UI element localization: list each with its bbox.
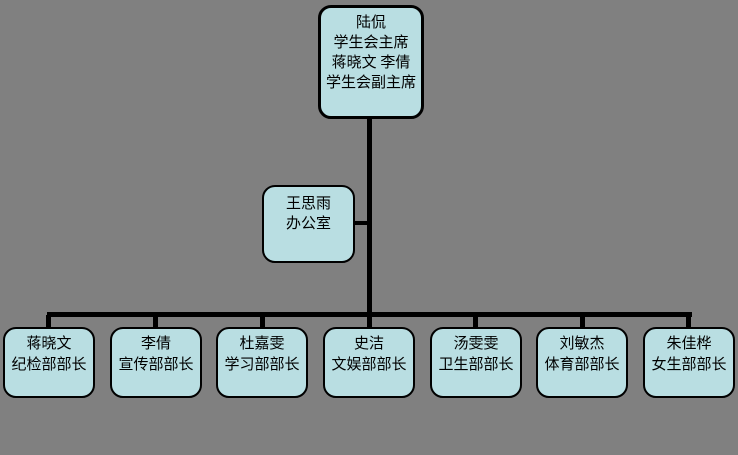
connector-stub-3 <box>260 315 265 327</box>
president-name: 陆侃 <box>355 15 386 31</box>
dept-head-title: 纪检部部长 <box>11 357 87 373</box>
node-office[interactable]: 王思雨 办公室 <box>262 185 355 263</box>
dept-head-name: 朱佳桦 <box>666 336 712 352</box>
connector-stub-6 <box>580 315 585 327</box>
dept-head-title: 女生部部长 <box>651 357 727 373</box>
node-dept-study[interactable]: 杜嘉雯 学习部部长 <box>216 327 308 398</box>
connector-stub-5 <box>473 315 478 327</box>
dept-head-title: 体育部部长 <box>544 357 620 373</box>
dept-head-title: 学习部部长 <box>224 357 300 373</box>
connector-stub-4 <box>367 315 372 327</box>
dept-head-name: 杜嘉雯 <box>239 336 285 352</box>
node-dept-discipline[interactable]: 蒋晓文 纪检部部长 <box>3 327 95 398</box>
node-dept-publicity[interactable]: 李倩 宣传部部长 <box>110 327 202 398</box>
node-president[interactable]: 陆侃 学生会主席 蒋晓文 李倩 学生会副主席 <box>318 5 424 119</box>
node-dept-hygiene[interactable]: 汤雯雯 卫生部部长 <box>430 327 522 398</box>
dept-head-name: 蒋晓文 <box>26 336 72 352</box>
node-dept-recreation[interactable]: 史洁 文娱部部长 <box>323 327 415 398</box>
node-dept-girls[interactable]: 朱佳桦 女生部部长 <box>643 327 735 398</box>
connector-stub-1 <box>46 315 51 327</box>
connector-horizontal-bar <box>47 312 692 317</box>
dept-head-name: 史洁 <box>353 336 384 352</box>
dept-head-name: 李倩 <box>140 336 171 352</box>
connector-stub-7 <box>686 315 691 327</box>
dept-head-name: 刘敏杰 <box>559 336 605 352</box>
connector-root-vertical <box>367 116 372 316</box>
connector-office-branch <box>353 221 369 225</box>
dept-head-name: 汤雯雯 <box>453 336 499 352</box>
connector-stub-2 <box>153 315 158 327</box>
dept-head-title: 文娱部部长 <box>331 357 407 373</box>
vice-president-names: 蒋晓文 李倩 <box>331 55 411 71</box>
president-title: 学生会主席 <box>333 35 409 51</box>
office-name: 王思雨 <box>285 196 331 212</box>
dept-head-title: 卫生部部长 <box>438 357 514 373</box>
office-title: 办公室 <box>285 216 331 232</box>
dept-head-title: 宣传部部长 <box>118 357 194 373</box>
vice-president-title: 学生会副主席 <box>325 75 416 91</box>
node-dept-sports[interactable]: 刘敏杰 体育部部长 <box>536 327 628 398</box>
